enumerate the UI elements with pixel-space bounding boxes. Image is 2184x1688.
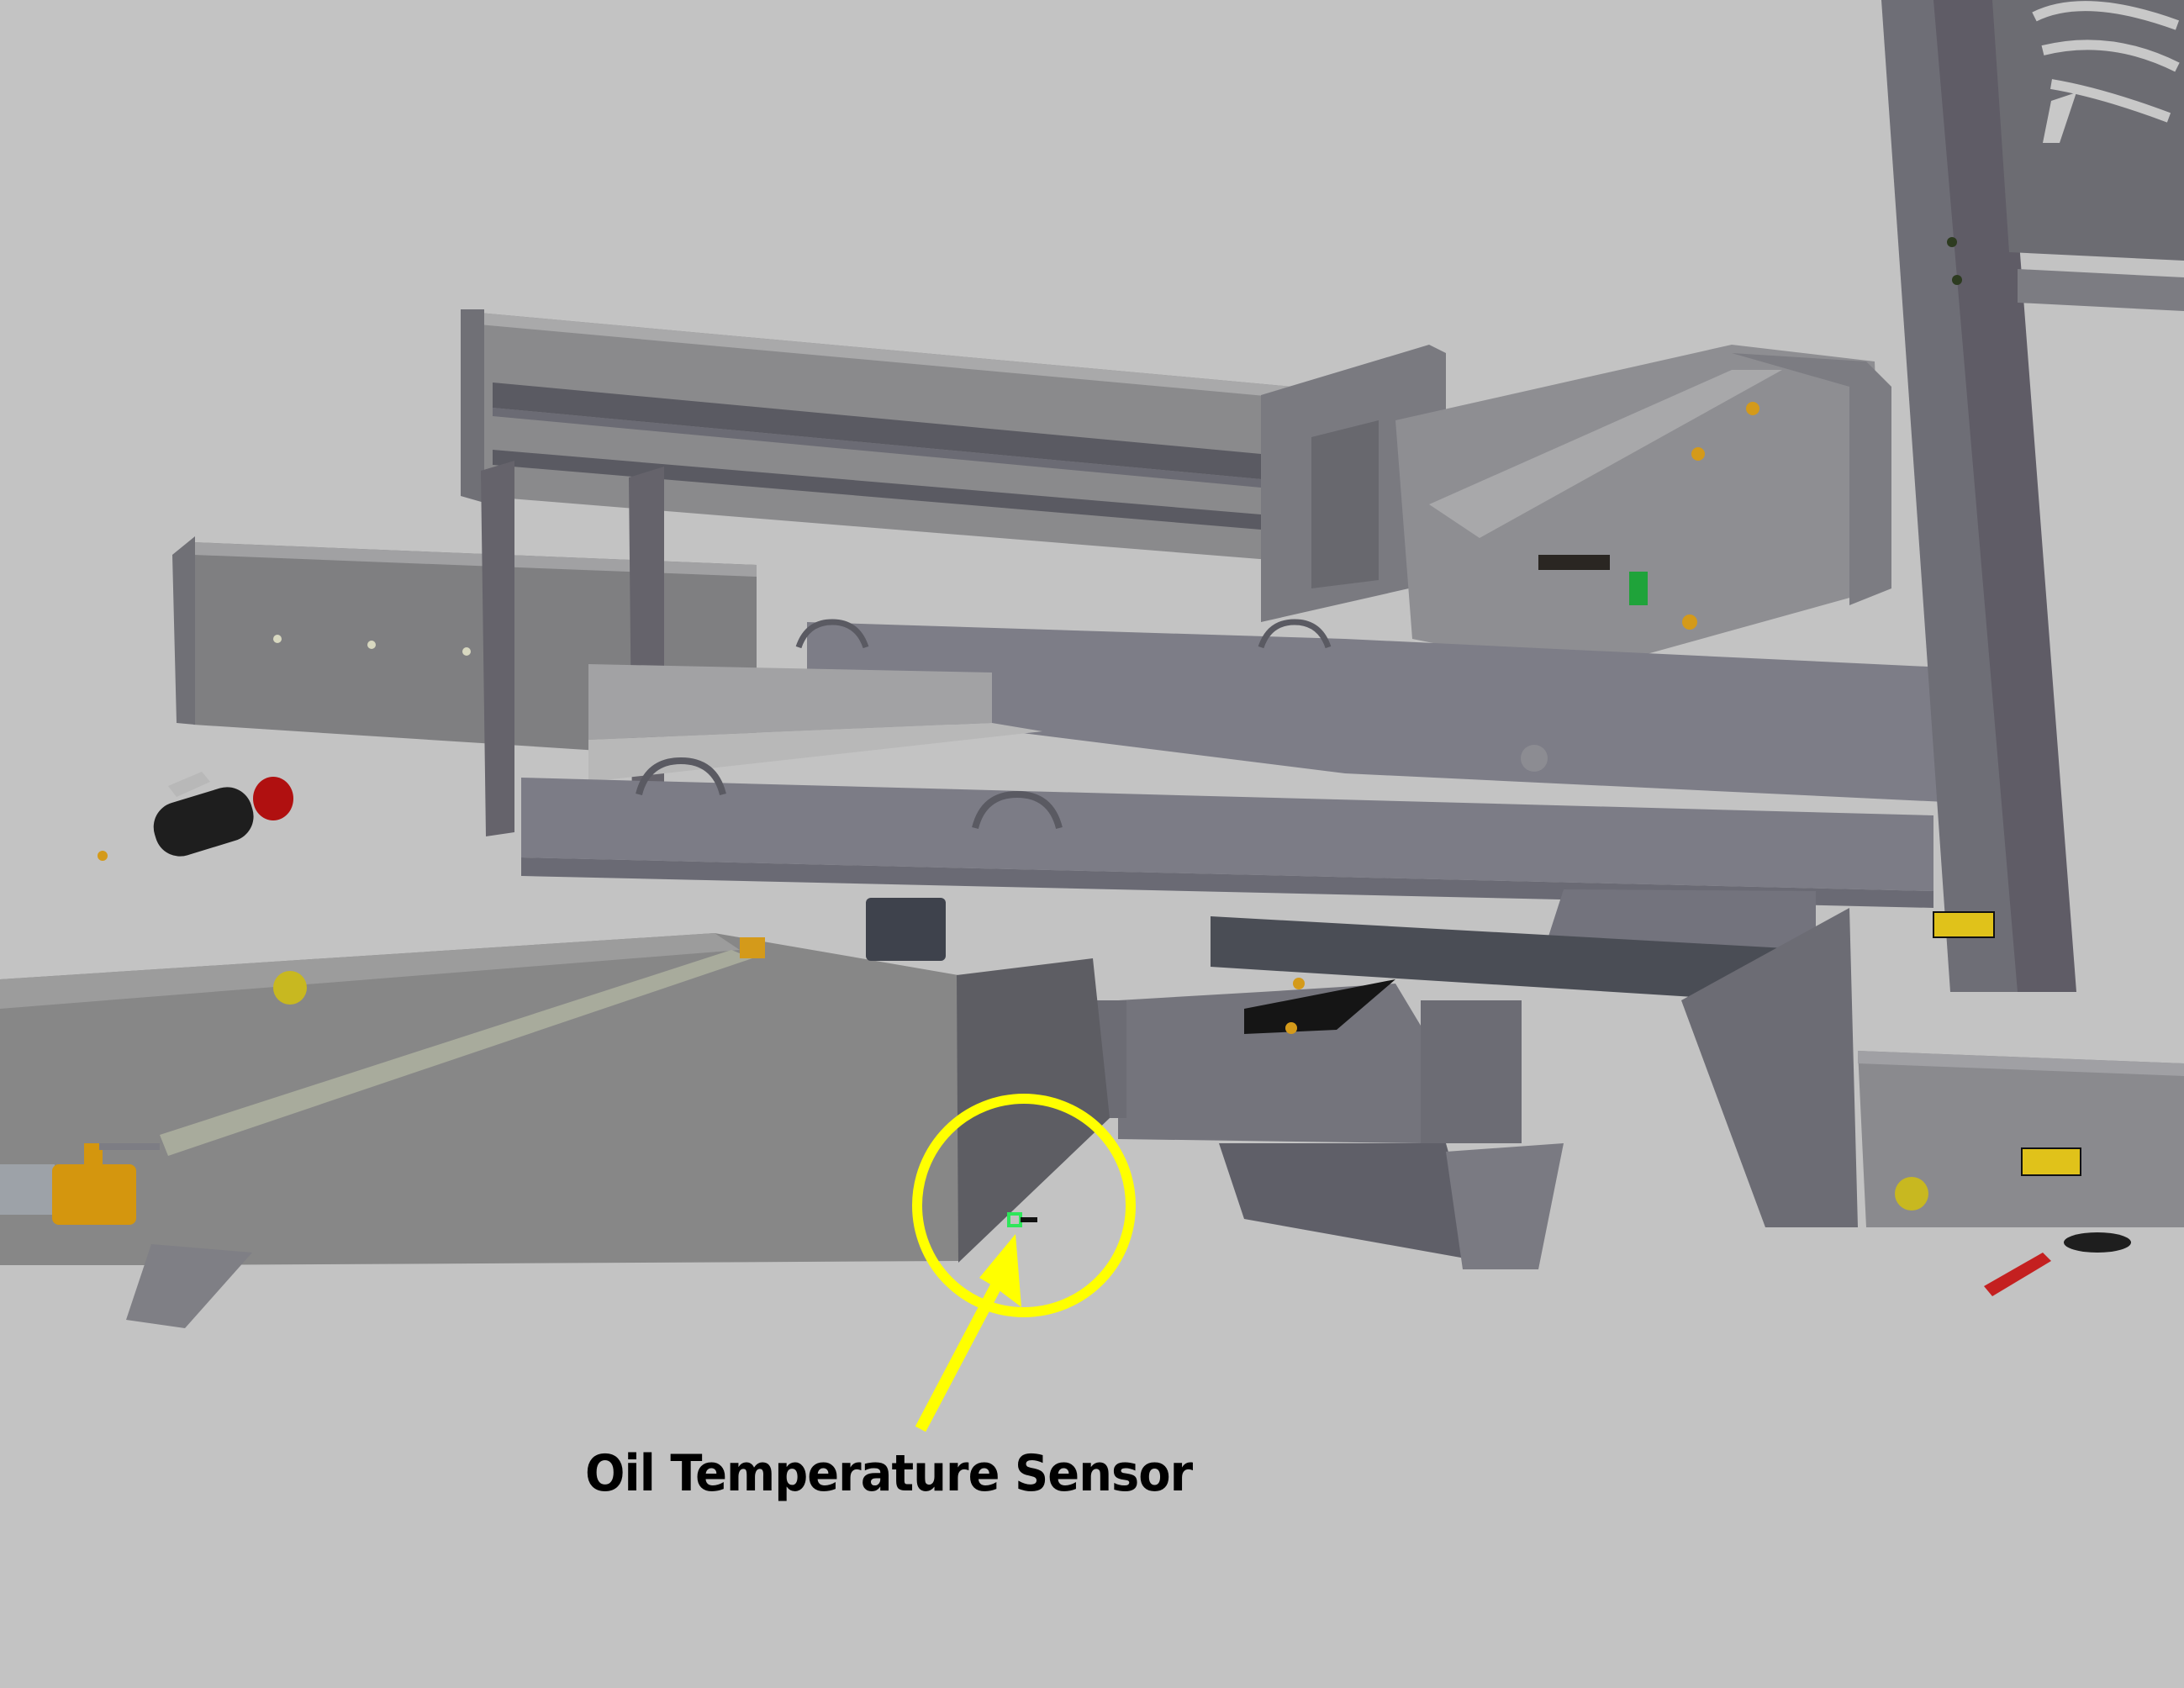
ball-valve	[0, 1143, 160, 1225]
pointer-arrow-icon	[915, 1234, 1021, 1432]
rear-frame	[1681, 908, 2184, 1296]
hydraulic-cylinder	[1211, 916, 1816, 1005]
center-module	[1076, 979, 1564, 1269]
hydraulic-oil-tank	[0, 898, 1110, 1265]
front-gantry	[1261, 345, 1891, 683]
oil-temperature-sensor-icon	[1007, 1212, 1037, 1227]
hydraulic-accumulator	[98, 772, 293, 861]
slide-rails	[521, 619, 2051, 950]
hook-arm-mast	[1881, 0, 2184, 992]
callout-label: Oil Temperature Sensor	[585, 1444, 1193, 1503]
tank-support-bracket	[126, 1244, 252, 1328]
highlight-circle	[912, 1094, 1136, 1317]
upper-rear-beam	[461, 309, 1311, 563]
